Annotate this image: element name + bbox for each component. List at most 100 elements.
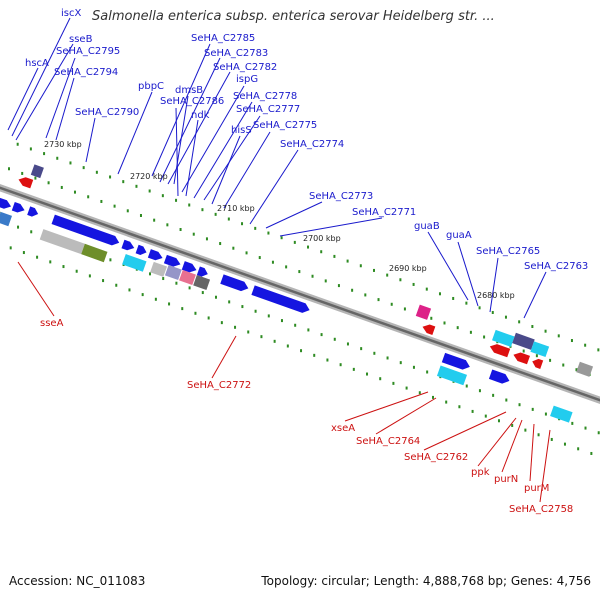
leader-line — [375, 397, 437, 435]
tick-mark — [431, 395, 434, 399]
tick-mark — [194, 311, 197, 315]
tick-mark — [73, 190, 76, 194]
leader-line — [423, 411, 507, 451]
gene-label-SeHA_C2775: SeHA_C2775 — [253, 120, 317, 131]
gene-block — [179, 269, 196, 286]
tick-mark — [62, 265, 65, 269]
tick-mark — [518, 403, 521, 407]
gene-label-hscA: hscA — [25, 58, 49, 69]
kbp-label-2710: 2710 kbp — [217, 204, 255, 213]
gene-feature — [122, 254, 147, 272]
gene-label-ndk: ndk — [191, 110, 210, 121]
tick-mark — [214, 295, 217, 299]
leader-line — [55, 77, 75, 141]
gene-label-SeHA_C2795: SeHA_C2795 — [56, 46, 120, 57]
tick-mark — [175, 198, 178, 202]
gene-arrow-reverse — [18, 177, 34, 189]
tick-mark — [168, 302, 171, 306]
tick-mark — [36, 255, 39, 259]
tick-mark — [497, 419, 500, 423]
gene-label-guaA: guaA — [446, 230, 472, 241]
gene-arrow — [27, 206, 39, 217]
tick-mark — [418, 391, 421, 395]
tick-mark — [571, 421, 574, 425]
tick-mark — [49, 260, 52, 264]
tick-mark — [228, 300, 231, 304]
gene-feature — [492, 329, 515, 347]
tick-mark — [352, 367, 355, 371]
gene-feature — [39, 229, 85, 255]
gene-label-SeHA_C2790: SeHA_C2790 — [75, 107, 139, 118]
leader-line — [175, 107, 179, 197]
gene-arrow-reverse — [532, 358, 544, 369]
tick-mark — [425, 287, 428, 291]
gene-feature — [11, 202, 25, 213]
gene-label-ppk: ppk — [471, 467, 490, 478]
tick-mark — [504, 315, 507, 319]
tick-mark — [346, 342, 349, 346]
tick-mark — [430, 316, 433, 320]
gene-label-SeHA_C2758: SeHA_C2758 — [509, 504, 573, 515]
tick-mark — [320, 250, 323, 254]
leader-line — [185, 119, 199, 197]
tick-mark — [109, 175, 112, 179]
tick-mark — [201, 208, 204, 212]
gene-label-hisS: hisS — [231, 125, 252, 136]
gene-arrow-reverse — [513, 352, 531, 365]
gene-label-SeHA_C2762: SeHA_C2762 — [404, 452, 468, 463]
gene-feature — [441, 352, 470, 370]
gene-block — [436, 365, 468, 386]
tick-mark — [75, 269, 78, 273]
kbp-label-2720: 2720 kbp — [130, 172, 168, 181]
tick-mark — [575, 368, 578, 372]
tick-mark — [584, 426, 587, 430]
leader-line — [489, 257, 499, 313]
tick-mark — [597, 431, 600, 435]
tick-mark — [458, 405, 461, 409]
gene-block — [512, 332, 535, 350]
gene-feature — [576, 361, 594, 377]
tick-mark — [377, 298, 380, 302]
kbp-label-2700: 2700 kbp — [303, 234, 341, 243]
tick-mark — [326, 358, 329, 362]
tick-mark — [333, 337, 336, 341]
tick-mark — [557, 334, 560, 338]
gene-feature — [163, 254, 181, 267]
gene-block — [415, 304, 432, 320]
gene-arrow — [488, 369, 510, 384]
gene-feature — [193, 274, 211, 291]
tick-mark — [7, 167, 10, 171]
gene-arrow — [147, 249, 163, 261]
tick-mark — [227, 217, 230, 221]
genome-backbone-core — [0, 186, 600, 402]
gene-feature — [181, 261, 197, 273]
gene-feature — [489, 344, 511, 358]
leader-line — [265, 201, 323, 229]
tick-mark — [69, 161, 72, 165]
leader-line — [211, 135, 241, 205]
gene-block — [122, 254, 147, 272]
gene-arrow — [51, 214, 120, 246]
gene-feature — [51, 214, 120, 246]
gene-arrow — [251, 285, 310, 313]
leader-line — [117, 91, 153, 175]
tick-mark — [162, 277, 165, 281]
leader-line — [173, 95, 189, 185]
tick-mark — [293, 240, 296, 244]
gene-feature — [0, 211, 12, 227]
tick-mark — [392, 381, 395, 385]
leader-line — [223, 131, 271, 209]
leader-line — [193, 101, 253, 199]
tick-mark — [188, 286, 191, 290]
label-lines — [7, 17, 551, 503]
tick-mark — [522, 349, 525, 353]
gene-feature — [530, 341, 550, 358]
tick-mark — [359, 264, 362, 268]
leader-line — [17, 261, 55, 317]
tick-mark — [399, 361, 402, 365]
topology-text: Topology: circular; Length: 4,888,768 bp… — [261, 574, 591, 588]
gene-label-SeHA_C2782: SeHA_C2782 — [213, 62, 277, 73]
gene-feature — [179, 269, 196, 286]
tick-mark — [550, 437, 553, 441]
tick-mark — [234, 325, 237, 329]
